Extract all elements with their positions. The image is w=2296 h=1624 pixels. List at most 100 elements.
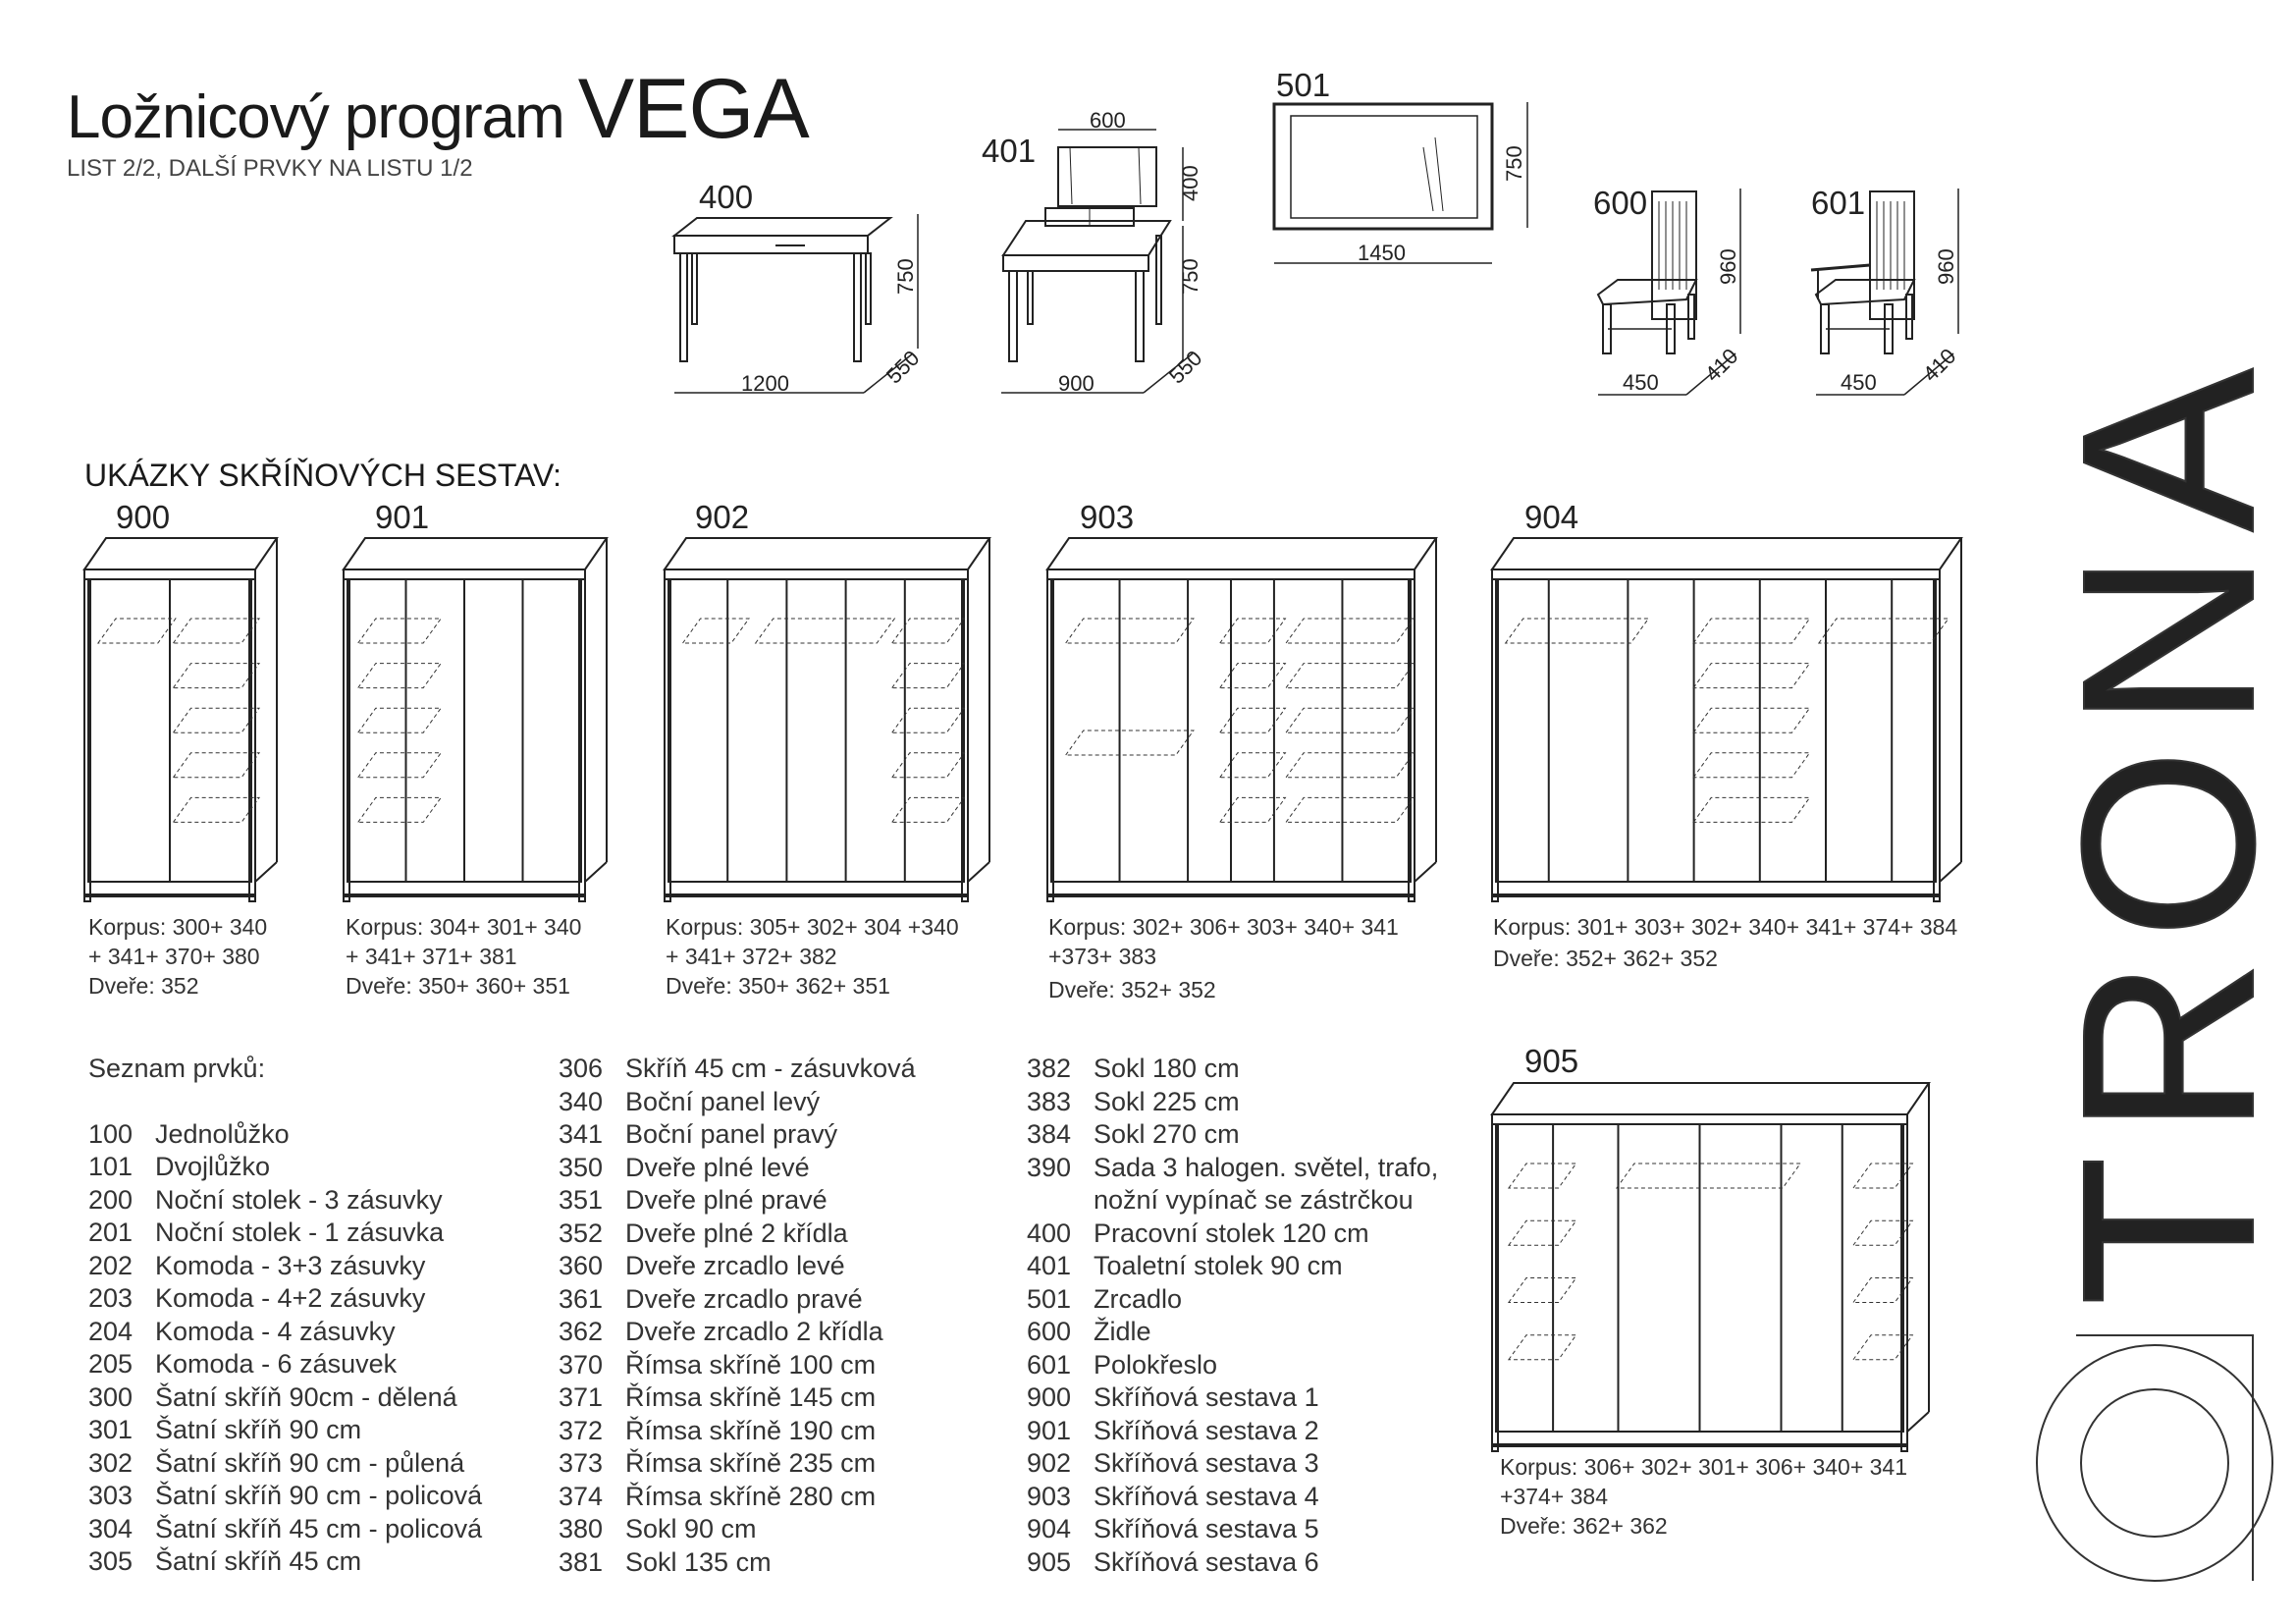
dim-height: 960 (1934, 248, 1958, 285)
set-caption-905: Korpus: 306+ 302+ 301+ 306+ 340+ 341+374… (1500, 1454, 1908, 1539)
item-code: 371 (559, 1382, 604, 1412)
parts-list-heading: Seznam prvků: (88, 1054, 266, 1083)
item-name: Římsa skříně 100 cm (625, 1349, 877, 1380)
item-code: 903 (1027, 1481, 1072, 1511)
section-title: UKÁZKY SKŘÍŇOVÝCH SESTAV: (84, 458, 562, 493)
dim-height: 750 (1178, 258, 1202, 295)
item-code: 374 (559, 1481, 604, 1511)
item-name: Dveře zrcadlo 2 křídla (625, 1317, 883, 1346)
item-name: Komoda - 4+2 zásuvky (155, 1283, 426, 1313)
item-code: 101 (88, 1152, 133, 1181)
wardrobe-set-903: 903 (1045, 499, 1438, 902)
set-caption-902: Korpus: 305+ 302+ 304 +340+ 341+ 372+ 38… (666, 914, 959, 999)
item-code: 382 (1027, 1054, 1072, 1083)
dim-depth: 550 (881, 346, 925, 389)
item-name: Sada 3 halogen. světel, trafo, (1094, 1152, 1439, 1182)
item-name: Noční stolek - 1 zásuvka (155, 1218, 445, 1247)
item-name: Šatní skříň 45 cm - policová (155, 1513, 483, 1543)
dim-width: 1450 (1358, 241, 1406, 265)
list-item: 351 Dveře plné pravé (559, 1184, 916, 1218)
item-code: 350 (559, 1152, 604, 1182)
item-code: 373 (559, 1448, 604, 1478)
wardrobe-set-904: 904 (1490, 499, 1963, 902)
item-name: Skříňová sestava 1 (1094, 1382, 1319, 1412)
item-code: 381 (559, 1546, 604, 1577)
item-name: Sokl 270 cm (1094, 1119, 1240, 1149)
item-code: 351 (559, 1185, 604, 1215)
list-item: 381 Sokl 135 cm (559, 1546, 916, 1580)
item-code: 904 (1027, 1514, 1072, 1543)
dim-width: 450 (1841, 370, 1877, 395)
item-code: 600 (1027, 1317, 1072, 1346)
list-item: 350 Dveře plné levé (559, 1152, 916, 1185)
item-name: Komoda - 4 zásuvky (155, 1316, 396, 1346)
item-code: 400 (1027, 1218, 1072, 1248)
item-code: 201 (88, 1218, 133, 1247)
item-name: Skříňová sestava 2 (1094, 1415, 1319, 1445)
item-name: Dveře plné levé (625, 1152, 810, 1182)
list-item: 901 Skříňová sestava 2 (1027, 1415, 1438, 1448)
item-name: Skříň 45 cm - zásuvková (625, 1054, 916, 1083)
set-caption-903: Korpus: 302+ 306+ 303+ 340+ 341+373+ 383… (1048, 914, 1399, 1002)
item-name: Římsa skříně 190 cm (625, 1415, 877, 1445)
item-code: 901 (1027, 1415, 1072, 1445)
item-name: Dveře zrcadlo levé (625, 1251, 845, 1280)
subtitle: LIST 2/2, DALŠÍ PRVKY NA LISTU 1/2 (67, 155, 473, 182)
set-code: 905 (1524, 1043, 1578, 1079)
trona-logo: TRONA (2030, 348, 2296, 1582)
item-code: 501 (1027, 1283, 1072, 1314)
item-name: Římsa skříně 280 cm (625, 1481, 877, 1511)
item-name: Sokl 135 cm (625, 1546, 772, 1577)
item-name: Sokl 225 cm (1094, 1086, 1240, 1116)
list-item: 201 Noční stolek - 1 zásuvka (88, 1217, 482, 1250)
item-code: 401 (1027, 1251, 1072, 1280)
item-code: 905 (1027, 1546, 1072, 1577)
item-name: Dveře zrcadlo pravé (625, 1283, 863, 1314)
dim-mirror-width: 600 (1090, 108, 1126, 133)
item-code: 401 (982, 133, 1036, 169)
item-name: Dveře plné pravé (625, 1185, 828, 1215)
dim-depth: 550 (1164, 346, 1207, 389)
item-code: 372 (559, 1415, 604, 1445)
list-item: nožní vypínač se zástrčkou (1027, 1184, 1438, 1218)
logo-text: TRONA (2031, 349, 2296, 1306)
set-code: 900 (116, 499, 170, 535)
item-code: 200 (88, 1184, 133, 1215)
item-name: Skříňová sestava 4 (1094, 1481, 1319, 1511)
item-name: nožní vypínač se zástrčkou (1094, 1185, 1414, 1215)
item-name: Komoda - 3+3 zásuvky (155, 1250, 426, 1280)
list-item: 374 Římsa skříně 280 cm (559, 1481, 916, 1514)
item-code: 902 (1027, 1448, 1072, 1478)
item-name: Skříňová sestava 3 (1094, 1448, 1319, 1478)
item-code: 303 (88, 1481, 133, 1510)
item-code: 400 (699, 179, 753, 215)
item-name: Sokl 180 cm (1094, 1054, 1240, 1083)
list-item: 903 Skříňová sestava 4 (1027, 1481, 1438, 1514)
item-code: 100 (88, 1118, 133, 1149)
dim-mirror-height: 400 (1178, 165, 1202, 201)
item-code: 352 (559, 1218, 604, 1248)
wardrobe-set-902: 902 (663, 499, 991, 902)
item-name: Dvojlůžko (155, 1152, 271, 1181)
